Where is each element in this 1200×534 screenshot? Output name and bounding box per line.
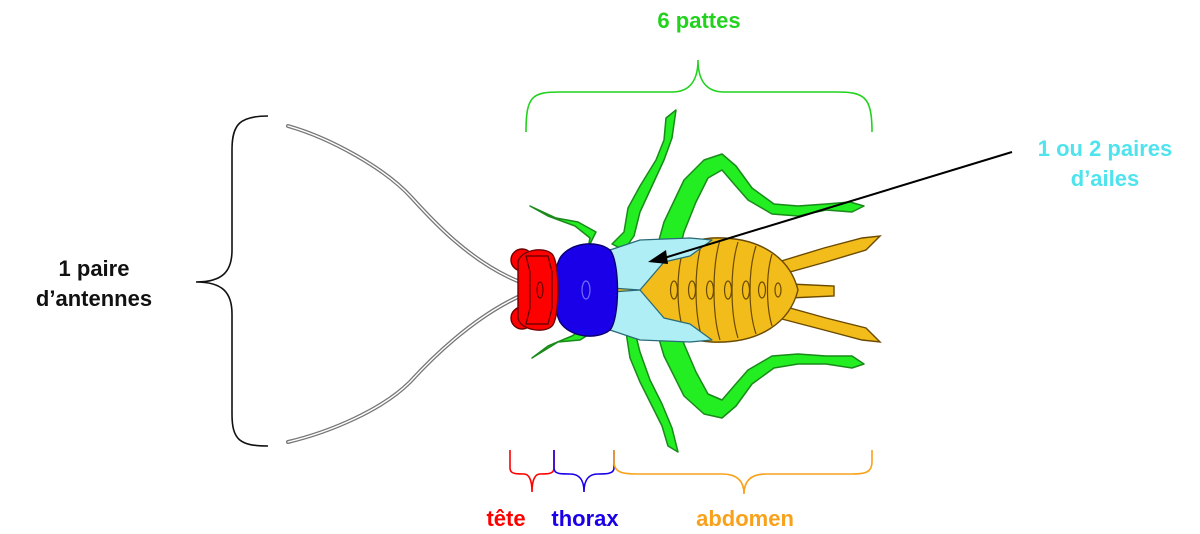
thorax-shape — [554, 244, 618, 336]
antennae — [288, 126, 520, 442]
abdomen-brace — [614, 450, 872, 494]
cercus-lower — [778, 308, 880, 342]
front-leg-upper — [530, 206, 596, 248]
head-body — [511, 249, 558, 330]
abdomen-label: abdomen — [680, 506, 810, 532]
thorax-body — [554, 244, 618, 336]
thorax-brace — [554, 450, 614, 492]
wings-label-line1: 1 ou 2 paires — [1020, 136, 1190, 162]
antenna-upper — [288, 126, 520, 282]
thorax-label: thorax — [540, 506, 630, 532]
legs-brace — [526, 60, 872, 132]
head-brace — [510, 450, 554, 492]
antenna-lower — [288, 296, 520, 442]
wings-label-line2: d’ailes — [1020, 166, 1190, 192]
head-label: tête — [470, 506, 542, 532]
antennae-label-line2: d’antennes — [14, 286, 174, 312]
antennae-brace — [196, 116, 268, 446]
antennae-label-line1: 1 paire — [14, 256, 174, 282]
legs-label: 6 pattes — [634, 8, 764, 34]
cercus-upper — [778, 236, 880, 272]
